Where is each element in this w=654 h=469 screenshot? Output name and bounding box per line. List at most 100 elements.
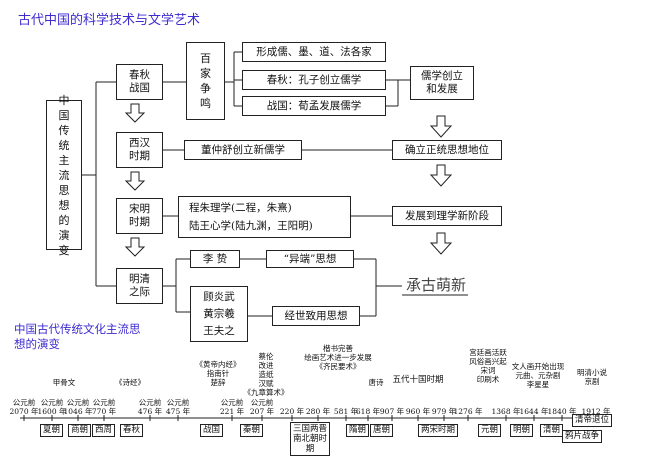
timeline-year-value: 2070 年 (9, 407, 39, 416)
period-mingqing: 明清 之际 (116, 268, 163, 304)
baijia-box: 百家争鸣 (186, 42, 225, 120)
timeline-year-prefix: 公元前 (66, 398, 90, 407)
tl-label-shijing: 《诗经》 (115, 378, 145, 387)
result-rujia-line2: 和发展 (426, 83, 458, 95)
timeline-year-value: 1046 年 (63, 407, 93, 416)
timeline-year-value: 207 年 (249, 407, 275, 416)
dynasty-sanguo-2: 南北朝时 (293, 434, 328, 444)
root-label-char: 传 (58, 123, 70, 137)
timeline-year: 979 年 (432, 407, 456, 416)
timeline-year-value: 220 年 (279, 407, 305, 416)
xihan-item: 董仲舒创立新儒学 (184, 140, 302, 160)
timeline-year-prefix: 公元前 (40, 398, 64, 407)
songming-item-b: 陆王心学(陆九渊，王阳明) (189, 219, 313, 232)
tl-label-wenren-4: 李星星 (526, 380, 550, 389)
mingqing-lizhi: 李 贽 (190, 250, 240, 268)
mingqing-group: 顾炎武 黄宗羲 王夫之 (190, 286, 248, 342)
chunqiu-item-c: 战国：荀孟发展儒学 (242, 96, 386, 116)
tl-label-zaozhi: 蔡伦 改进 造纸 汉赋 《九章算术》 (244, 352, 289, 397)
result-zhengtong: 确立正统思想地位 (392, 140, 502, 160)
mingqing-jingshi: 经世致用思想 (272, 306, 360, 326)
root-label-char: 流 (58, 168, 70, 182)
dynasty-qingdi: 清帝退位 (572, 414, 613, 427)
timeline-year: 280 年 (306, 407, 330, 416)
timeline-year: 1276 年 (454, 407, 483, 416)
timeline-year-prefix: 公元前 (166, 398, 190, 407)
root-label-char: 主 (58, 153, 70, 167)
tl-label-zaozhi-4: 汉赋 (258, 379, 274, 388)
tl-label-songci-3: 宋词 (480, 366, 496, 375)
result-chenggu: 承古萌新 (406, 276, 467, 294)
period-xihan-line2: 时期 (129, 150, 150, 162)
baijia-label-char: 家 (200, 67, 211, 80)
tl-label-huangdi-3: 楚辞 (210, 378, 226, 387)
chunqiu-item-b: 春秋：孔子创立儒学 (242, 70, 386, 90)
dynasty-liangsong: 两宋时期 (418, 424, 459, 437)
timeline-year-prefix: 公元前 (138, 398, 162, 407)
tl-label-zaozhi-1: 蔡伦 (258, 352, 274, 361)
root-label-char: 国 (58, 108, 70, 122)
dynasty-xia: 夏朝 (40, 424, 64, 437)
dynasty-qin: 秦朝 (240, 424, 264, 437)
timeline-year: 220 年 (280, 407, 304, 416)
result-lixue: 发展到理学新阶段 (392, 206, 502, 226)
timeline-year-value: 618 年 (355, 407, 381, 416)
timeline-year-value: 1644 年 (519, 407, 549, 416)
root-label-char: 想 (58, 198, 70, 212)
root-label-char: 变 (58, 243, 70, 257)
timeline-year-value: 1912 年 (581, 407, 611, 416)
dynasty-xizhou: 西周 (92, 424, 116, 437)
timeline-year: 907 年 (380, 407, 404, 416)
dynasty-sui: 隋朝 (346, 424, 370, 437)
dynasty-sanguo-1: 三国两晋 (293, 424, 328, 434)
dynasty-yapian: 鸦片战争 (562, 430, 603, 443)
dynasty-shang: 商朝 (68, 424, 92, 437)
tl-label-wudai: 五代十国时期 (392, 375, 444, 385)
timeline-year-value: 960 年 (405, 407, 431, 416)
tl-label-mingqing-1: 明清小说 (577, 368, 607, 377)
tl-label-kaishu: 楷书完善 绘画艺术进一步发展 《齐民要术》 (304, 344, 372, 371)
timeline-year-prefix: 公元前 (92, 398, 116, 407)
timeline-year: 960 年 (406, 407, 430, 416)
timeline-year-value: 476 年 (137, 407, 163, 416)
mingqing-yiduan: “异端”思想 (266, 250, 354, 268)
tl-label-zaozhi-2: 改进 (258, 361, 274, 370)
timeline-year-value: 581 年 (333, 407, 359, 416)
baijia-label-char: 争 (200, 82, 211, 95)
timeline-year-value: 280 年 (305, 407, 331, 416)
tl-label-tangshi: 唐诗 (368, 378, 384, 387)
tl-label-zaozhi-5: 《九章算术》 (243, 388, 289, 397)
subtitle-line2: 想的演变 (14, 337, 60, 351)
timeline-year-value: 1276 年 (453, 407, 483, 416)
tl-label-songci-1: 宫廷画活跃 (469, 348, 507, 357)
root-label-char: 统 (58, 138, 70, 152)
timeline-year-value: 221 年 (219, 407, 245, 416)
timeline-year-value: 770 年 (91, 407, 117, 416)
tl-label-jiaguwen: 甲骨文 (52, 378, 76, 387)
root-label: 中国传统主流思想的演变 (59, 93, 70, 258)
tl-label-zaozhi-3: 造纸 (258, 370, 274, 379)
root-label-char: 中 (58, 93, 70, 107)
period-xihan: 西汉 时期 (116, 132, 163, 168)
root-label-char: 思 (58, 183, 70, 197)
result-rujia-line1: 儒学创立 (421, 70, 463, 82)
songming-items: 程朱理学(二程，朱熹) 陆王心学(陆九渊，王阳明) (178, 196, 351, 238)
timeline-year-value: 979 年 (431, 407, 457, 416)
dynasty-yuan: 元朝 (478, 424, 502, 437)
timeline-year: 1368 年 (492, 407, 521, 416)
dynasty-qing: 清朝 (540, 424, 564, 437)
period-chunqiu: 春秋 战国 (116, 64, 163, 100)
period-chunqiu-line1: 春秋 (129, 69, 150, 81)
chunqiu-item-a: 形成儒、墨、道、法各家 (242, 42, 386, 62)
root-label-char: 演 (58, 228, 70, 242)
timeline-year-prefix: 公元前 (12, 398, 36, 407)
tl-label-huangdi-1: 《黄帝内经》 (195, 360, 241, 369)
